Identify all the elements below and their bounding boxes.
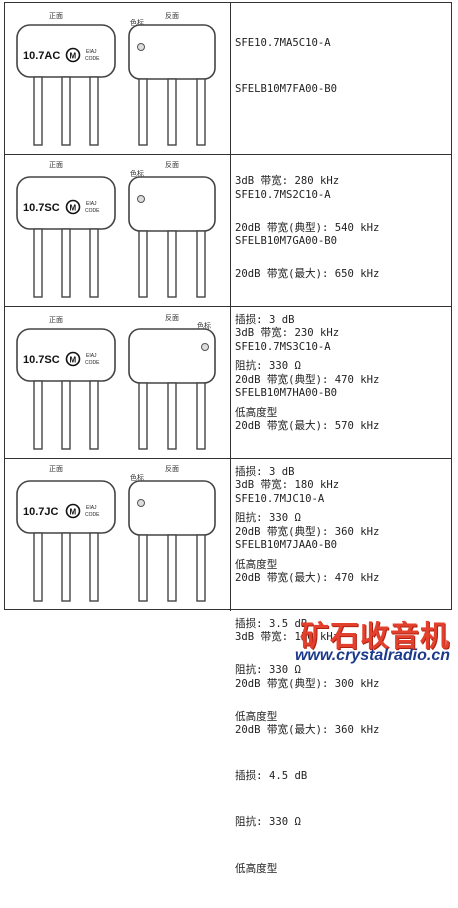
color-mark-dot bbox=[137, 43, 145, 51]
chip-marking: 10.7SC bbox=[23, 202, 60, 214]
back-label: 反面 bbox=[165, 12, 179, 20]
model-number: SFE10.7MA5C10-A bbox=[235, 36, 331, 49]
svg-text:EIAJ: EIAJ bbox=[86, 49, 97, 55]
filter-back-view bbox=[128, 176, 216, 298]
alt-model-number: SFELB10M7GA00-B0 bbox=[235, 235, 338, 248]
color-mark-label: 色标 bbox=[130, 474, 144, 482]
filter-back-view bbox=[128, 24, 216, 146]
front-label: 正面 bbox=[49, 316, 63, 324]
svg-text:CODE: CODE bbox=[85, 208, 100, 214]
bw-20db-typ: 20dB 带宽(典型): 470 kHz bbox=[235, 373, 380, 386]
bw-20db-max: 20dB 带宽(最大): 470 kHz bbox=[235, 571, 380, 584]
manufacturer-logo-icon bbox=[65, 503, 81, 519]
svg-text:M: M bbox=[70, 508, 77, 517]
insertion-loss: 插损: 3 dB bbox=[235, 314, 295, 327]
insertion-loss: 插损: 4.5 dB bbox=[235, 770, 308, 783]
svg-text:EIAJ: EIAJ bbox=[86, 505, 97, 511]
chip-marking: 10.7JC bbox=[23, 506, 59, 518]
color-mark-label: 色标 bbox=[197, 322, 211, 330]
bw-20db-typ: 20dB 带宽(典型): 360 kHz bbox=[235, 525, 380, 538]
svg-text:CODE: CODE bbox=[85, 360, 100, 366]
bw-3db: 3dB 带宽: 230 kHz bbox=[235, 327, 340, 340]
insertion-loss: 插损: 3.5 dB bbox=[235, 618, 308, 631]
filter-back-view bbox=[128, 480, 216, 602]
table-row: 正面 反面 色标 10.7SC M EIAJ CODE bbox=[5, 307, 451, 723]
impedance: 阻抗: 330 Ω bbox=[235, 512, 301, 525]
color-mark-dot bbox=[137, 499, 145, 507]
svg-text:CODE: CODE bbox=[85, 56, 100, 62]
svg-text:M: M bbox=[70, 356, 77, 365]
svg-text:M: M bbox=[70, 52, 77, 61]
bw-20db-typ: 20dB 带宽(典型): 540 kHz bbox=[235, 221, 380, 234]
component-illustration-cell: 正面 反面 色标 10.7AC M EIAJ CODE bbox=[5, 3, 231, 154]
filter-front-view: 10.7SC M EIAJ CODE bbox=[16, 176, 116, 298]
back-label: 反面 bbox=[165, 314, 179, 322]
alt-model-number: SFELB10M7FA00-B0 bbox=[235, 83, 338, 96]
bw-3db: 3dB 带宽: 280 kHz bbox=[235, 175, 340, 188]
table-row: 正面 反面 色标 10.7JC M EIAJ CODE bbox=[5, 459, 451, 875]
bw-3db: 3dB 带宽: 180 kHz bbox=[235, 479, 340, 492]
svg-text:EIAJ: EIAJ bbox=[86, 353, 97, 359]
alt-model-number: SFELB10M7JAA0-B0 bbox=[235, 539, 338, 552]
svg-text:EIAJ: EIAJ bbox=[86, 201, 97, 207]
spec-text: SFE10.7MJC10-A SFELB10M7JAA0-B0 3dB 带宽: … bbox=[235, 461, 449, 908]
component-illustration-cell: 正面 反面 色标 10.7JC M EIAJ CODE bbox=[5, 459, 231, 611]
brand-url: www.crystalradio.cn bbox=[294, 647, 450, 664]
table-row: 正面 反面 色标 10.7AC M EIAJ CODE bbox=[5, 3, 451, 419]
manufacturer-logo-icon bbox=[65, 199, 81, 215]
front-label: 正面 bbox=[49, 465, 63, 473]
bw-3db: 3dB 带宽: 150 kHz bbox=[235, 631, 340, 644]
footer-watermark: 矿石收音机 www.crystalradio.cn bbox=[0, 610, 458, 670]
back-label: 反面 bbox=[165, 161, 179, 169]
svg-text:M: M bbox=[70, 204, 77, 213]
model-number: SFE10.7MS3C10-A bbox=[235, 340, 331, 353]
spec-text: SFE10.7MA5C10-A SFELB10M7FA00-B0 3dB 带宽:… bbox=[235, 5, 449, 452]
profile-type: 低高度型 bbox=[235, 862, 278, 875]
filter-front-view: 10.7JC M EIAJ CODE bbox=[16, 480, 116, 602]
alt-model-number: SFELB10M7HA00-B0 bbox=[235, 387, 338, 400]
bw-20db-typ: 20dB 带宽(典型): 300 kHz bbox=[235, 677, 380, 690]
component-illustration-cell: 正面 反面 色标 10.7SC M EIAJ CODE bbox=[5, 307, 231, 458]
brand-logo: 矿石收音机 bbox=[299, 619, 450, 653]
chip-marking: 10.7AC bbox=[23, 50, 60, 62]
front-label: 正面 bbox=[49, 12, 63, 20]
bw-20db-max: 20dB 带宽(最大): 650 kHz bbox=[235, 267, 380, 280]
chip-marking: 10.7SC bbox=[23, 354, 60, 366]
filter-front-view: 10.7AC M EIAJ CODE bbox=[16, 24, 116, 146]
model-number: SFE10.7MS2C10-A bbox=[235, 188, 331, 201]
filter-back-view bbox=[128, 328, 216, 450]
bw-20db-max: 20dB 带宽(最大): 360 kHz bbox=[235, 723, 380, 736]
back-label: 反面 bbox=[165, 465, 179, 473]
component-illustration-cell: 正面 反面 色标 10.7SC M EIAJ CODE bbox=[5, 155, 231, 306]
model-number: SFE10.7MJC10-A bbox=[235, 492, 325, 505]
color-mark-label: 色标 bbox=[130, 19, 144, 27]
color-mark-dot bbox=[137, 195, 145, 203]
color-mark-label: 色标 bbox=[130, 170, 144, 178]
spec-text: SFE10.7MS3C10-A SFELB10M7HA00-B0 3dB 带宽:… bbox=[235, 309, 449, 756]
table-row: 正面 反面 色标 10.7SC M EIAJ CODE bbox=[5, 155, 451, 571]
profile-type: 低高度型 bbox=[235, 406, 278, 419]
filter-spec-table: 正面 反面 色标 10.7AC M EIAJ CODE bbox=[4, 2, 452, 875]
bw-20db-max: 20dB 带宽(最大): 570 kHz bbox=[235, 419, 380, 432]
spec-text: SFE10.7MS2C10-A SFELB10M7GA00-B0 3dB 带宽:… bbox=[235, 157, 449, 604]
color-mark-dot bbox=[201, 343, 209, 351]
manufacturer-logo-icon bbox=[65, 47, 81, 63]
filter-front-view: 10.7SC M EIAJ CODE bbox=[16, 328, 116, 450]
front-label: 正面 bbox=[49, 161, 63, 169]
insertion-loss: 插损: 3 dB bbox=[235, 466, 295, 479]
svg-text:CODE: CODE bbox=[85, 512, 100, 518]
impedance: 阻抗: 330 Ω bbox=[235, 816, 301, 829]
impedance: 阻抗: 330 Ω bbox=[235, 360, 301, 373]
profile-type: 低高度型 bbox=[235, 558, 278, 571]
manufacturer-logo-icon bbox=[65, 351, 81, 367]
